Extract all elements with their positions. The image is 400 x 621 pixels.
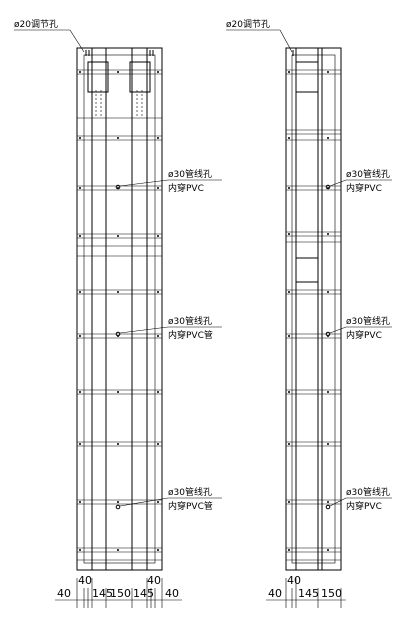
dim-label: 40: [78, 574, 92, 587]
callout-line2: 内穿PVC: [346, 329, 382, 341]
dim-label: 150: [321, 587, 342, 600]
hole-label: ø20调节孔: [14, 19, 58, 30]
dim-label: 40: [287, 574, 301, 587]
callout-line1: ø30管线孔: [168, 315, 212, 327]
leader-line: [329, 497, 347, 507]
pipe-hole-icon: [325, 504, 331, 510]
callout-line2: 内穿PVC管: [168, 500, 213, 512]
pipe-hole-icon: [115, 504, 121, 510]
right-top-hole-marks: [292, 50, 297, 56]
pipe-hole-icon: [325, 184, 331, 190]
pipe-hole-icon: [115, 184, 121, 190]
right-outer-frame: [285, 47, 342, 571]
right-inner-block: [295, 257, 319, 283]
leader-line: [119, 326, 169, 334]
right-ties: [286, 69, 341, 561]
left-outer-frame: [76, 47, 163, 571]
right-inner-frame: [291, 54, 336, 564]
callout-line1: ø30管线孔: [168, 486, 212, 498]
dim-label: 40: [165, 587, 179, 600]
left-top-hole-marks: [85, 50, 154, 56]
leader-line: [69, 29, 85, 53]
left-view: ø20调节孔 ø30管线孔 内穿PVC ø30管线孔 内穿PVC管 ø30管线孔…: [14, 19, 222, 608]
dim-label: 40: [268, 587, 282, 600]
left-top-block: [129, 61, 151, 93]
right-tie-dots: [288, 71, 329, 551]
dim-label: 145: [92, 587, 113, 600]
dim-label: 145: [133, 587, 154, 600]
hole-label: ø20调节孔: [226, 19, 270, 30]
right-view: ø20调节孔 ø30管线孔 内穿PVC ø30管线孔 内穿PVC ø30管线孔 …: [226, 19, 392, 608]
dim-label: 40: [147, 574, 161, 587]
leader-line: [119, 497, 169, 507]
dim-label: 150: [110, 587, 131, 600]
dimension-ticks: [76, 578, 163, 608]
left-top-block: [87, 61, 109, 93]
callout-line2: 内穿PVC: [346, 182, 382, 194]
leader-line: [329, 326, 347, 334]
leader-line: [279, 29, 293, 53]
right-top-block: [295, 61, 319, 93]
callout-line2: 内穿PVC管: [168, 329, 213, 341]
callout-line2: 内穿PVC: [168, 182, 204, 194]
pipe-hole-icon: [325, 331, 331, 337]
left-ties: [77, 69, 162, 561]
dim-label: 145: [298, 587, 319, 600]
callout-line2: 内穿PVC: [346, 500, 382, 512]
callout-line1: ø30管线孔: [346, 168, 390, 180]
callout-line1: ø30管线孔: [346, 486, 390, 498]
dim-label: 40: [57, 587, 71, 600]
callout-line1: ø30管线孔: [168, 168, 212, 180]
dimension-ticks: [285, 578, 342, 608]
pipe-hole-icon: [115, 331, 121, 337]
left-inner-frame: [83, 54, 156, 564]
leader-line: [329, 179, 347, 187]
callout-line1: ø30管线孔: [346, 315, 390, 327]
leader-line: [119, 179, 169, 187]
